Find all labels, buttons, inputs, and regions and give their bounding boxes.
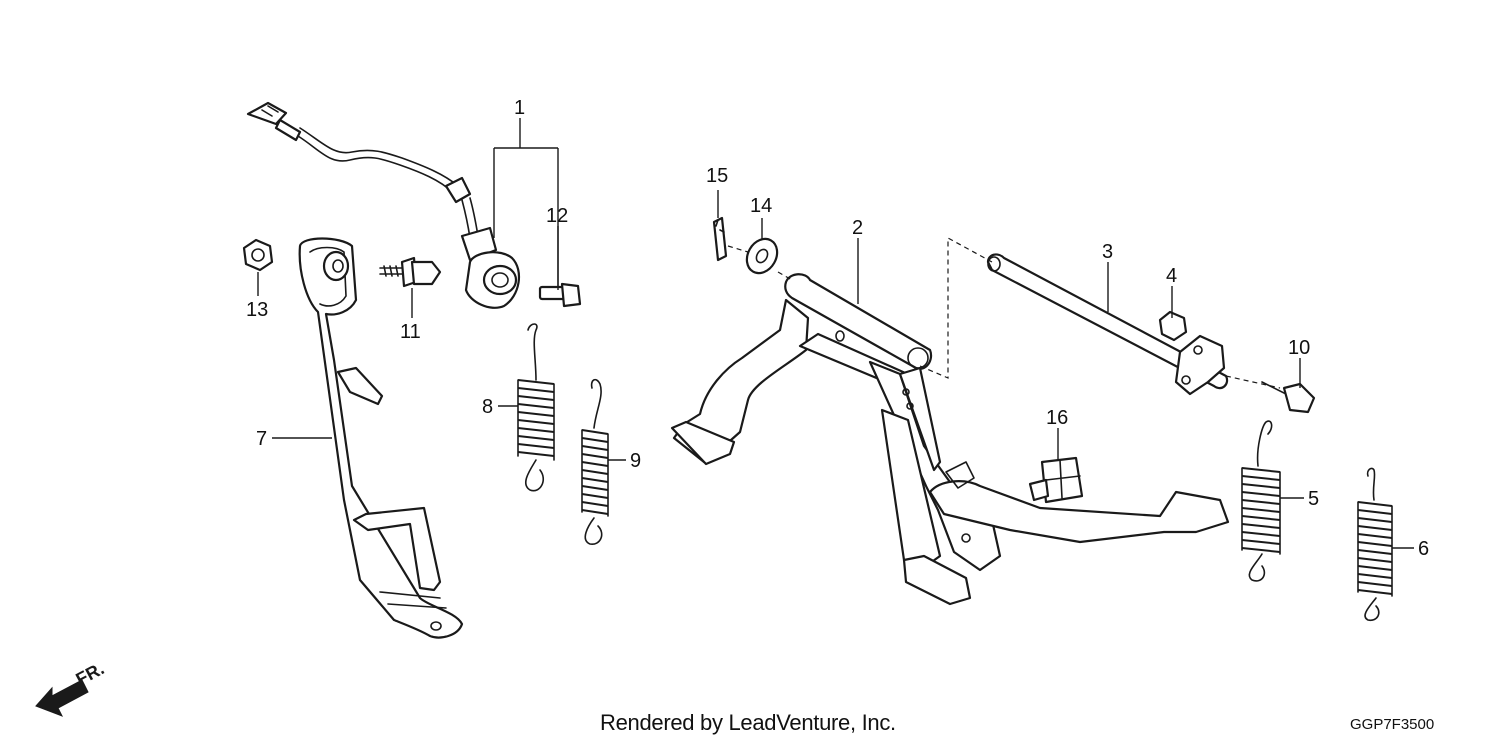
callout-15: 15 — [706, 165, 728, 187]
main-stand-part — [670, 273, 1230, 606]
callout-10: 10 — [1288, 337, 1310, 359]
pedal-part — [298, 237, 464, 639]
callout-9: 9 — [630, 450, 641, 472]
washer-part — [745, 237, 779, 275]
diagram-code: GGP7F3500 — [1350, 716, 1435, 733]
pedal-nut-part — [242, 238, 274, 272]
shaft-nut-part — [1158, 310, 1188, 342]
shaft-stop-plate-part — [1174, 334, 1226, 396]
side-stand-switch-part — [246, 101, 521, 309]
leader-lines — [257, 118, 1414, 549]
callout-7: 7 — [256, 428, 267, 450]
spring-6-part — [1357, 467, 1393, 622]
render-credit: Rendered by LeadVenture, Inc. — [600, 710, 896, 735]
callout-16: 16 — [1046, 407, 1068, 429]
callout-5: 5 — [1308, 488, 1319, 510]
callout-6: 6 — [1418, 538, 1429, 560]
cotter-pin-part — [712, 216, 728, 262]
callout-1: 1 — [514, 97, 525, 119]
callout-3: 3 — [1102, 241, 1113, 263]
spring-9-part — [581, 378, 609, 545]
callout-12: 12 — [546, 205, 568, 227]
front-arrow-icon — [35, 679, 89, 717]
callout-13: 13 — [246, 299, 268, 321]
stop-bolt-part — [1261, 381, 1316, 414]
spring-8-part — [517, 323, 555, 492]
front-direction-indicator: FR. — [35, 658, 107, 717]
callout-8: 8 — [482, 396, 493, 418]
spring-5-part — [1241, 420, 1281, 582]
callout-labels: 1 2 3 4 5 6 7 8 9 10 11 12 13 14 15 16 — [246, 97, 1429, 560]
callout-2: 2 — [852, 217, 863, 239]
callout-4: 4 — [1166, 265, 1177, 287]
switch-bolt-part — [538, 282, 582, 308]
callout-14: 14 — [750, 195, 772, 217]
stand-switch-part — [1028, 456, 1084, 504]
callout-11: 11 — [400, 321, 421, 343]
pedal-pivot-bolt-part — [379, 256, 442, 288]
